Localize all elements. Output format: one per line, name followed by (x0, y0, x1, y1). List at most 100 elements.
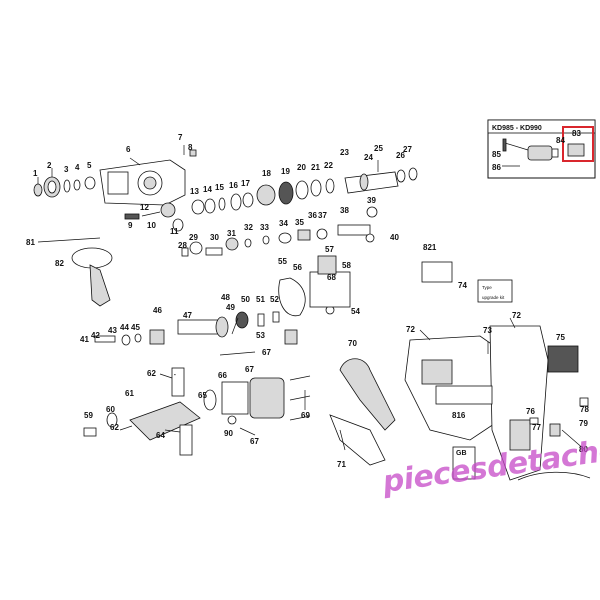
part-number-8: 8 (188, 143, 193, 152)
part-number-3: 3 (64, 165, 69, 174)
part-number-64: 64 (156, 431, 165, 440)
part-number-22: 22 (324, 161, 333, 170)
inset-number-85: 85 (492, 150, 501, 159)
highlight-frame (562, 126, 594, 162)
part-number-41: 41 (80, 335, 89, 344)
watermark-text: piecesdetachees.net (380, 418, 600, 500)
part-number-67: 67 (245, 365, 254, 374)
part-number-72: 72 (406, 325, 415, 334)
part-number-4: 4 (75, 163, 80, 172)
part-number-52: 52 (270, 295, 279, 304)
inset-title: KD985 - KD990 (492, 125, 542, 132)
part-number-47: 47 (183, 311, 192, 320)
part-number-60: 60 (106, 405, 115, 414)
part-number-25: 25 (374, 144, 383, 153)
part-number-75: 75 (556, 333, 565, 342)
part-number-30: 30 (210, 233, 219, 242)
part-number-80: 80 (579, 445, 588, 454)
part-number-17: 17 (241, 179, 250, 188)
leader-lines (37, 157, 516, 433)
part-number-9: 9 (128, 221, 133, 230)
part-number-11: 11 (170, 227, 179, 236)
part-number-62: 62 (110, 423, 119, 432)
part-number-77: 77 (532, 423, 541, 432)
part-number-76: 76 (526, 407, 535, 416)
part-number-43: 43 (108, 326, 117, 335)
type-label: Type (482, 285, 492, 290)
part-number-6: 6 (126, 145, 131, 154)
part-number-69: 69 (301, 411, 310, 420)
part-number-74: 74 (458, 281, 467, 290)
part-number-73: 73 (483, 326, 492, 335)
part-number-57: 57 (325, 245, 334, 254)
part-number-79: 79 (579, 419, 588, 428)
part-number-42: 42 (91, 331, 100, 340)
part-number-62: 62 (147, 369, 156, 378)
part-number-821: 821 (423, 243, 437, 252)
part-number-50: 50 (241, 295, 250, 304)
part-number-72: 72 (512, 311, 521, 320)
part-number-816: 816 (452, 411, 466, 420)
part-number-68: 68 (327, 273, 336, 282)
part-number-31: 31 (227, 229, 236, 238)
inset-box: KD985 - KD990 83 84 85 86 (487, 119, 596, 179)
part-number-14: 14 (203, 185, 212, 194)
part-number-2: 2 (47, 161, 52, 170)
part-number-45: 45 (131, 323, 140, 332)
part-number-48: 48 (221, 293, 230, 302)
part-number-82: 82 (55, 259, 64, 268)
part-number-32: 32 (244, 223, 253, 232)
part-number-10: 10 (147, 221, 156, 230)
part-number-90: 90 (224, 429, 233, 438)
inset-number-84: 84 (556, 136, 565, 145)
part-number-67: 67 (250, 437, 259, 446)
part-number-15: 15 (215, 183, 224, 192)
part-number-21: 21 (311, 163, 320, 172)
part-number-65: 65 (198, 391, 207, 400)
part-number-35: 35 (295, 218, 304, 227)
part-number-56: 56 (293, 263, 302, 272)
part-number-78: 78 (580, 405, 589, 414)
part-number-71: 71 (337, 460, 346, 469)
part-number-23: 23 (340, 148, 349, 157)
part-number-61: 61 (125, 389, 134, 398)
part-number-67: 67 (262, 348, 271, 357)
part-number-13: 13 (190, 187, 199, 196)
part-number-46: 46 (153, 306, 162, 315)
part-number-51: 51 (256, 295, 265, 304)
part-number-33: 33 (260, 223, 269, 232)
inset-number-83: 83 (572, 129, 581, 138)
part-number-26: 26 (396, 151, 405, 160)
part-number-55: 55 (278, 257, 287, 266)
part-number-37: 37 (318, 211, 327, 220)
part-number-53: 53 (256, 331, 265, 340)
part-number-34: 34 (279, 219, 288, 228)
part-number-81: 81 (26, 238, 35, 247)
part-shapes: ▪ Type upgrade kit (33, 145, 591, 481)
part-number-12: 12 (140, 203, 149, 212)
part-number-5: 5 (87, 161, 92, 170)
part-number-59: 59 (84, 411, 93, 420)
part-number-1: 1 (33, 169, 38, 178)
part-number-54: 54 (351, 307, 360, 316)
part-number-70: 70 (348, 339, 357, 348)
inset-number-86: 86 (492, 163, 501, 172)
part-number-18: 18 (262, 169, 271, 178)
part-number-29: 29 (189, 233, 198, 242)
part-number-44: 44 (120, 323, 129, 332)
part-number-49: 49 (226, 303, 235, 312)
part-number-66: 66 (218, 371, 227, 380)
part-number-28: 28 (178, 241, 187, 250)
part-number-38: 38 (340, 206, 349, 215)
part-number-24: 24 (364, 153, 373, 162)
gb-label: GB (456, 450, 467, 457)
part-number-36: 36 (308, 211, 317, 220)
part-number-39: 39 (367, 196, 376, 205)
part-number-40: 40 (390, 233, 399, 242)
part-number-27: 27 (403, 145, 412, 154)
upgrade-kit-label: upgrade kit (482, 295, 505, 300)
part-number-19: 19 (281, 167, 290, 176)
part-number-58: 58 (342, 261, 351, 270)
